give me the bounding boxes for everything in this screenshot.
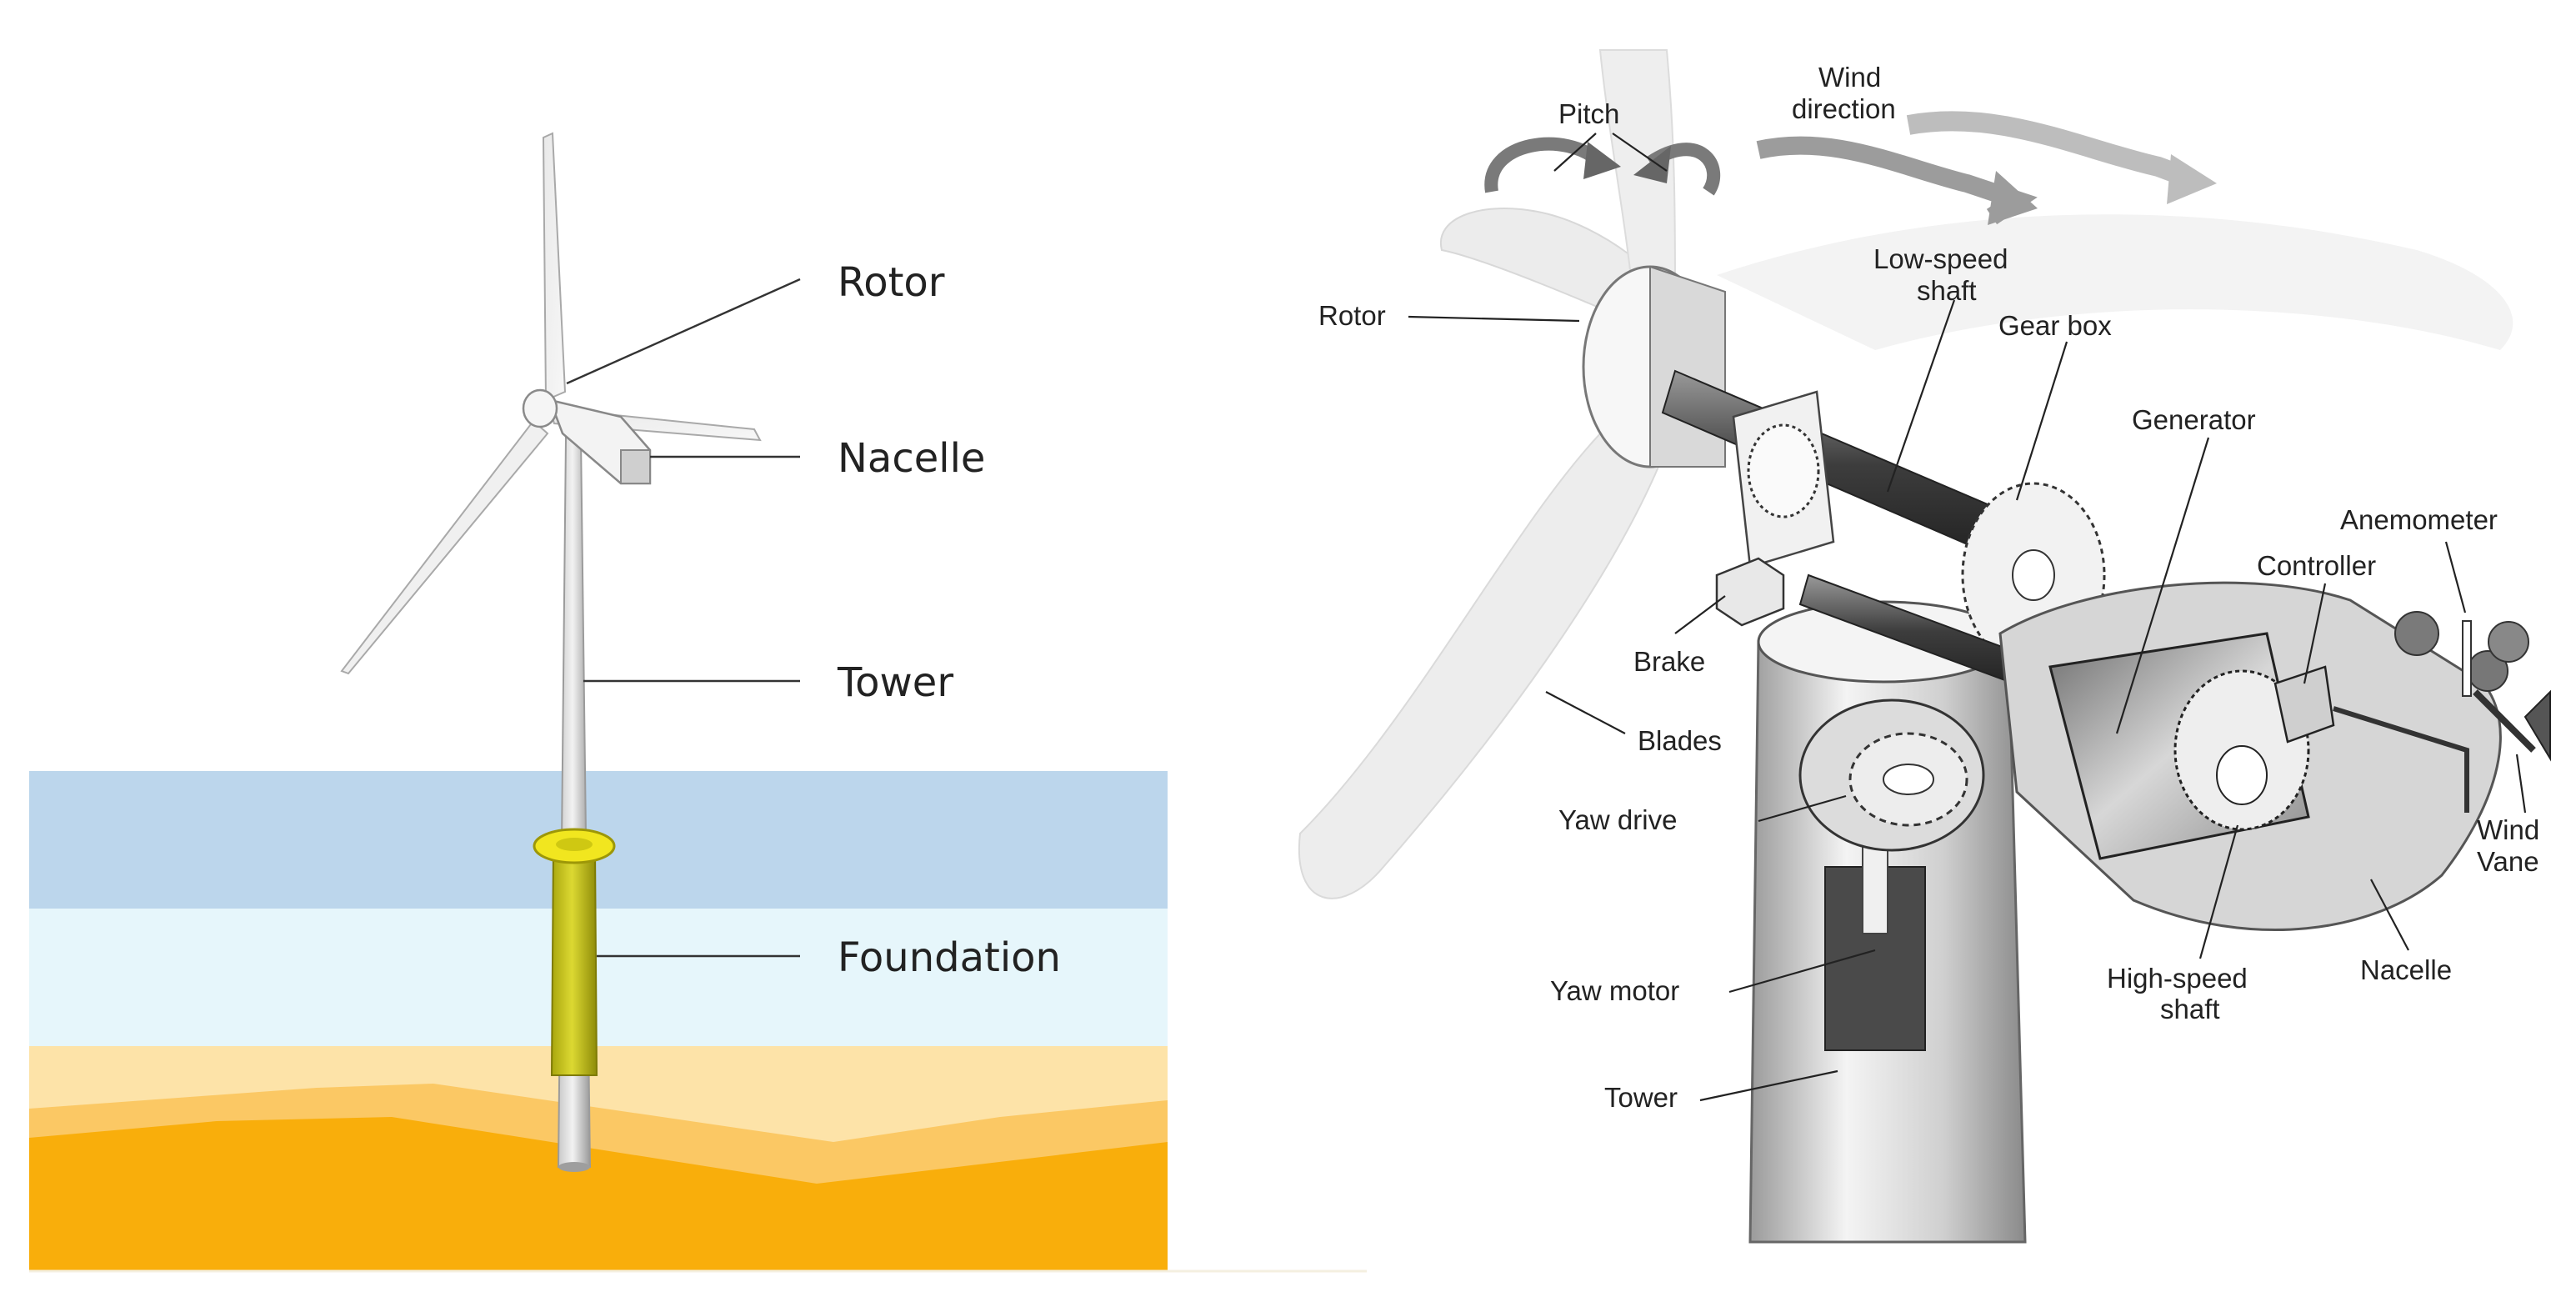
brake-label: Brake [1633, 646, 1705, 677]
generator-hub [2216, 745, 2268, 805]
rotor-label: Rotor [838, 259, 945, 306]
low-speed-leader-line [1886, 299, 1956, 493]
nacelle-r-label: Nacelle [2360, 954, 2452, 985]
yaw-drive-leader-line [1758, 794, 1847, 823]
nacelle-r-leader-line [2370, 879, 2409, 951]
foundation-collar-hole [556, 838, 593, 851]
tower-r-label: Tower [1604, 1082, 1678, 1113]
brake-block [1715, 557, 1785, 627]
yaw-motor-leader-line [1728, 949, 1876, 994]
rotor-hub [522, 388, 558, 428]
offshore-turbine-diagram: Rotor Nacelle Tower Foundation [29, 132, 1367, 1273]
tower-r-leader-line [1699, 1069, 1838, 1102]
pitch-arrow-left [1484, 137, 1605, 193]
gear-box-leader-line [2015, 341, 2068, 501]
wind-arrow-head-2 [2167, 154, 2217, 204]
controller-leader-line [2303, 583, 2327, 684]
tower-label: Tower [837, 659, 953, 706]
generator-label: Generator [2132, 404, 2256, 435]
anemometer-mast [2462, 620, 2472, 697]
blades-leader-line [1545, 691, 1626, 734]
brake-leader-line [1674, 595, 1726, 634]
low-speed-shaft-label-line2: shaft [1917, 275, 1977, 306]
wind-vane-label-line2: Vane [2477, 846, 2539, 877]
turbine-blade-up [542, 132, 567, 402]
yaw-drive-label: Yaw drive [1558, 804, 1677, 835]
rotor-r-label: Rotor [1318, 300, 1386, 331]
high-speed-shaft-label-line2: shaft [2160, 994, 2220, 1024]
pitch-leader-1 [1553, 133, 1597, 172]
nacelle-cutaway-diagram: Pitch Wind direction Rotor Low-speed sha… [1298, 49, 2551, 1244]
low-speed-shaft-label-line1: Low-speed [1873, 243, 2008, 274]
hub-body [1649, 265, 1726, 468]
gear-box-label: Gear box [1998, 310, 2112, 341]
rotor-leader-line [566, 278, 801, 385]
high-speed-shaft-label-line1: High-speed [2107, 963, 2248, 994]
wind-arrow-1 [1756, 136, 2038, 225]
wind-vane-leader-line [2515, 754, 2527, 814]
anemometer-cup-3 [2488, 621, 2529, 663]
water-band [29, 909, 1168, 1046]
blades-label: Blades [1638, 725, 1722, 756]
wind-arrow-2 [1906, 111, 2196, 189]
rotor-blade-lower [1298, 423, 1660, 899]
yaw-drive-hub [1883, 764, 1934, 795]
anemometer-cup-1 [2394, 611, 2439, 656]
wind-direction-label-line2: direction [1792, 93, 1896, 124]
rotor-r-leader-line [1408, 315, 1580, 323]
foundation-label: Foundation [838, 934, 1061, 981]
controller-box [2273, 665, 2335, 744]
wind-arrow-head-1 [1988, 171, 2038, 225]
wind-vane-label-line1: Wind [2477, 814, 2539, 845]
pitch-arrow-head-right [1633, 146, 1671, 183]
tower-base [558, 1162, 590, 1172]
nacelle-label: Nacelle [838, 435, 985, 482]
seabed-layer [29, 1117, 1168, 1271]
controller-label: Controller [2257, 550, 2376, 581]
main-bearing-disc [1747, 423, 1820, 518]
wind-vane-fin [2523, 689, 2551, 762]
wind-direction-label-line1: Wind [1818, 62, 1881, 93]
yaw-motor-label: Yaw motor [1550, 975, 1679, 1006]
anemometer-label: Anemometer [2340, 504, 2498, 535]
high-speed-leader-line [2198, 824, 2239, 959]
wind-swirl-background [1717, 214, 2513, 350]
turbine-blade-left [340, 419, 549, 675]
nacelle-side [620, 449, 651, 484]
gear-box-center [2012, 549, 2055, 601]
controller-cable [2333, 706, 2469, 813]
pitch-leader-2 [1612, 133, 1668, 172]
wind-vane-arm [2473, 689, 2536, 753]
pitch-arrow-head-left [1583, 142, 1621, 179]
generator-leader-line [2115, 437, 2210, 734]
pitch-label: Pitch [1558, 98, 1619, 129]
foundation-pile [550, 849, 598, 1076]
anemometer-leader-line [2444, 541, 2467, 613]
